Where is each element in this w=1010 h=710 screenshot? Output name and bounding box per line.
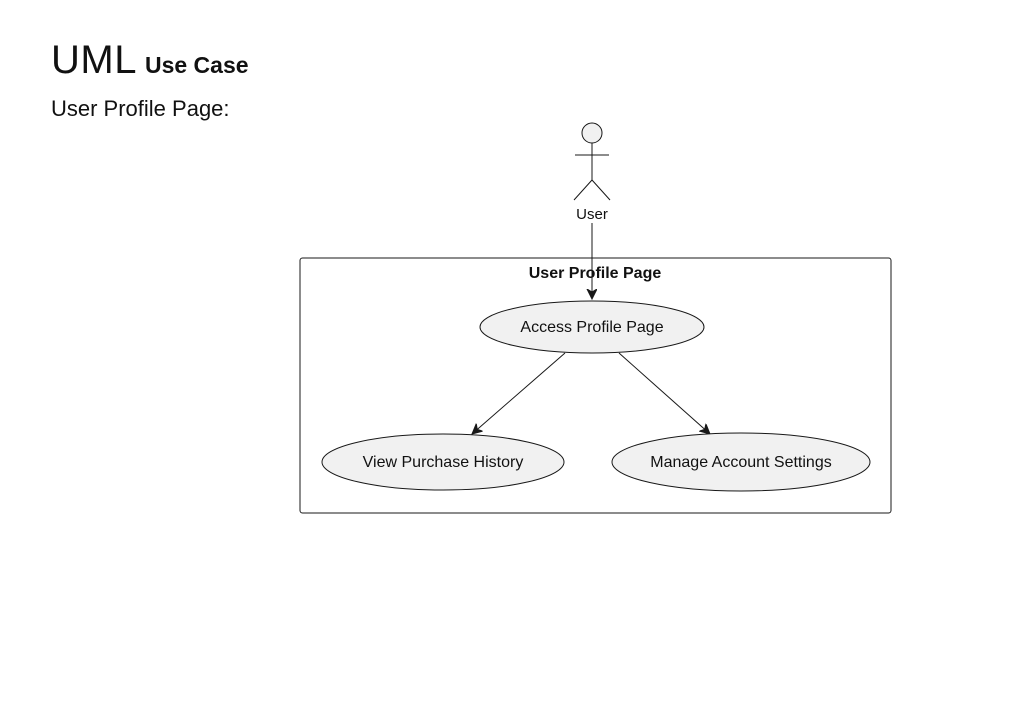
actor-user[interactable]: User <box>573 122 611 223</box>
use-case-view-history-shape <box>321 433 565 491</box>
system-boundary-box <box>299 257 892 514</box>
actor-label: User <box>576 206 608 223</box>
diagram-header: UML Use Case <box>51 38 249 83</box>
use-case-manage-settings-shape <box>611 432 871 492</box>
system-boundary-title: User Profile Page <box>529 265 662 282</box>
actor-left-leg <box>573 179 593 201</box>
actor-head <box>581 122 603 144</box>
diagram-caption: User Profile Page: <box>51 96 230 121</box>
use-case-access-profile-shape <box>479 300 705 354</box>
association-access-view-history <box>472 352 566 434</box>
use-case-manage-settings-label: Manage Account Settings <box>650 454 831 471</box>
use-case-view-history-label: View Purchase History <box>363 454 524 471</box>
actor-right-leg <box>591 179 611 201</box>
header-subtitle: Use Case <box>144 52 249 78</box>
system-boundary[interactable]: User Profile Page <box>299 257 892 514</box>
association-access-manage-settings <box>618 352 710 434</box>
use-case-manage-settings[interactable]: Manage Account Settings <box>611 432 871 492</box>
use-case-access-profile-label: Access Profile Page <box>520 319 663 336</box>
use-case-access-profile[interactable]: Access Profile Page <box>479 300 705 354</box>
use-case-view-history[interactable]: View Purchase History <box>321 433 565 491</box>
header-title: UML <box>51 38 137 82</box>
